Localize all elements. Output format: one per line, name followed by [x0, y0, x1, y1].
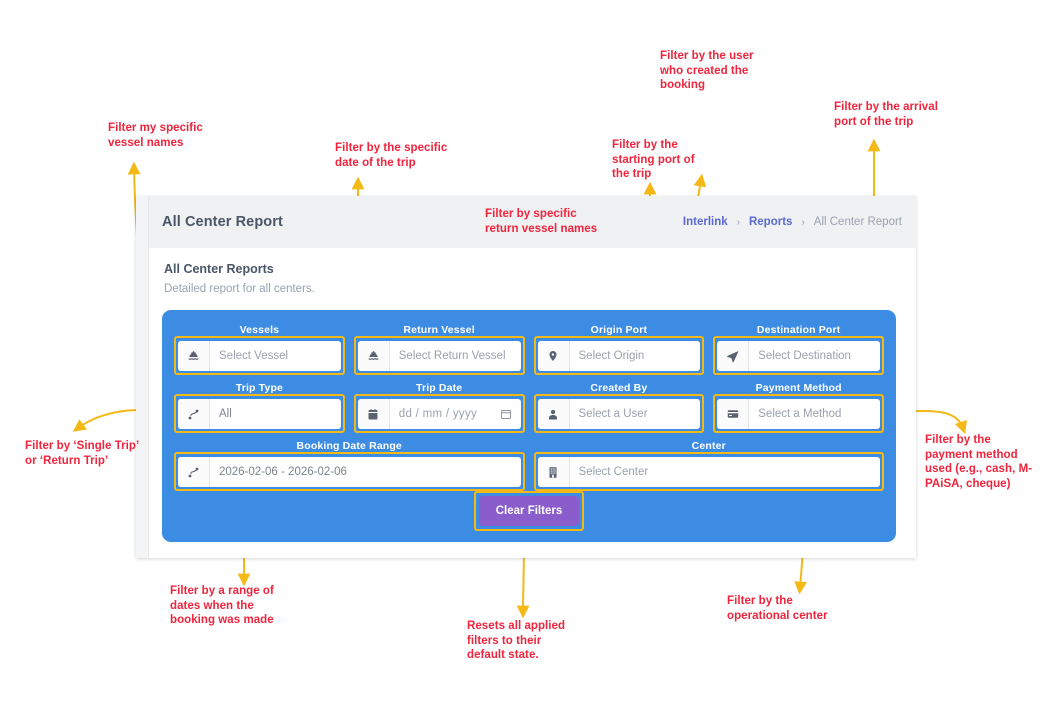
input-group[interactable]: All	[178, 399, 341, 429]
report-screenshot-card: All Center Report Interlink › Reports › …	[136, 196, 916, 558]
annotation-trip-type: Filter by ‘Single Trip’ or ‘Return Trip’	[25, 440, 140, 467]
breadcrumb: Interlink › Reports › All Center Report	[683, 216, 902, 228]
report-content: All Center Reports Detailed report for a…	[162, 248, 902, 558]
user-icon	[537, 399, 570, 429]
page-header: All Center Report Interlink › Reports › …	[149, 196, 916, 248]
annotation-booking-range: Filter by a range of dates when the book…	[170, 585, 274, 627]
clear-filters-button[interactable]: Clear Filters	[478, 496, 580, 526]
clear-filters-row: Clear Filters	[178, 496, 880, 526]
field-label: Created By	[590, 382, 648, 394]
input-value: Select a Method	[758, 408, 842, 420]
input-group[interactable]: 2026-02-06 - 2026-02-06	[178, 457, 521, 487]
field-label: Return Vessel	[403, 324, 475, 336]
field-label: Vessels	[239, 324, 280, 336]
filter-row: Booking Date Range 2026-02-06 - 2026-02-0…	[174, 440, 884, 491]
section-title: All Center Reports	[164, 262, 274, 276]
field-label: Booking Date Range	[296, 440, 402, 452]
field-label: Origin Port	[590, 324, 648, 336]
input-group[interactable]: dd / mm / yyyy	[357, 399, 521, 429]
calendar-picker-icon[interactable]	[500, 408, 512, 420]
input-group[interactable]: Select Origin	[537, 341, 701, 371]
date-input[interactable]: dd / mm / yyyy	[390, 399, 521, 429]
input-value: Select Return Vessel	[398, 350, 506, 362]
input-group[interactable]: Select Return Vessel	[357, 341, 521, 371]
input-group[interactable]: Select a Method	[717, 399, 880, 429]
filter-field-created-by: Created By Select a User	[533, 382, 705, 433]
navigation-icon	[717, 341, 750, 371]
page-title: All Center Report	[162, 214, 283, 230]
field-label: Trip Type	[235, 382, 283, 394]
sidebar-rail	[136, 196, 149, 558]
select-input[interactable]: 2026-02-06 - 2026-02-06	[210, 457, 521, 487]
input-group[interactable]: Select Destination	[717, 341, 880, 371]
annotation-payment-method: Filter by the payment method used (e.g.,…	[925, 434, 1033, 490]
input-value: Select Vessel	[219, 350, 289, 362]
calendar-icon	[357, 399, 390, 429]
input-group[interactable]: Select Center	[537, 457, 881, 487]
annotation-vessels: Filter my specific vessel names	[108, 122, 203, 149]
field-label: Payment Method	[755, 382, 842, 394]
filter-field-booking-date-range: Booking Date Range 2026-02-06 - 2026-02-0…	[174, 440, 525, 491]
input-value: All	[219, 408, 232, 420]
section-subtitle: Detailed report for all centers.	[164, 283, 315, 295]
ship-icon	[357, 341, 390, 371]
input-value: Select Center	[578, 466, 649, 478]
select-input[interactable]: Select Return Vessel	[390, 341, 521, 371]
ship-icon	[178, 341, 210, 371]
annotation-clear-filters: Resets all applied filters to their defa…	[467, 620, 566, 662]
filter-field-trip-date: Trip Date dd / mm / yyyy	[353, 382, 525, 433]
input-value: 2026-02-06 - 2026-02-06	[219, 466, 347, 478]
annotation-return-vessel: Filter by specific return vessel names	[485, 208, 598, 235]
select-input[interactable]: Select a Method	[749, 399, 880, 429]
input-value: Select Origin	[578, 350, 645, 362]
input-value: Select Destination	[758, 350, 851, 362]
breadcrumb-current: All Center Report	[813, 216, 902, 228]
credit-card-icon	[717, 399, 750, 429]
breadcrumb-root[interactable]: Interlink	[682, 216, 728, 228]
route-icon	[178, 399, 210, 429]
annotation-trip-date: Filter by the specific date of the trip	[335, 142, 448, 169]
select-input[interactable]: All	[210, 399, 341, 429]
breadcrumb-separator-icon: ›	[801, 216, 805, 228]
select-input[interactable]: Select Center	[570, 457, 881, 487]
annotation-center: Filter by the operational center	[727, 595, 828, 622]
field-label: Destination Port	[756, 324, 841, 336]
field-label: Trip Date	[415, 382, 463, 394]
input-value: dd / mm / yyyy	[398, 408, 478, 420]
map-pin-icon	[537, 341, 570, 371]
breadcrumb-separator-icon: ›	[736, 216, 740, 228]
select-input[interactable]: Select Destination	[749, 341, 880, 371]
select-input[interactable]: Select Origin	[570, 341, 701, 371]
input-value: Select a User	[578, 408, 648, 420]
input-group[interactable]: Select Vessel	[178, 341, 341, 371]
select-input[interactable]: Select a User	[570, 399, 701, 429]
breadcrumb-reports[interactable]: Reports	[748, 216, 793, 228]
annotation-origin-port: Filter by the starting port of the trip	[612, 139, 695, 181]
field-label: Center	[691, 440, 726, 452]
route-icon	[178, 457, 210, 487]
annotation-destination: Filter by the arrival port of the trip	[834, 101, 938, 128]
select-input[interactable]: Select Vessel	[210, 341, 341, 371]
building-icon	[537, 457, 570, 487]
input-group[interactable]: Select a User	[537, 399, 701, 429]
annotation-created-by: Filter by the user who created the booki…	[660, 50, 754, 92]
